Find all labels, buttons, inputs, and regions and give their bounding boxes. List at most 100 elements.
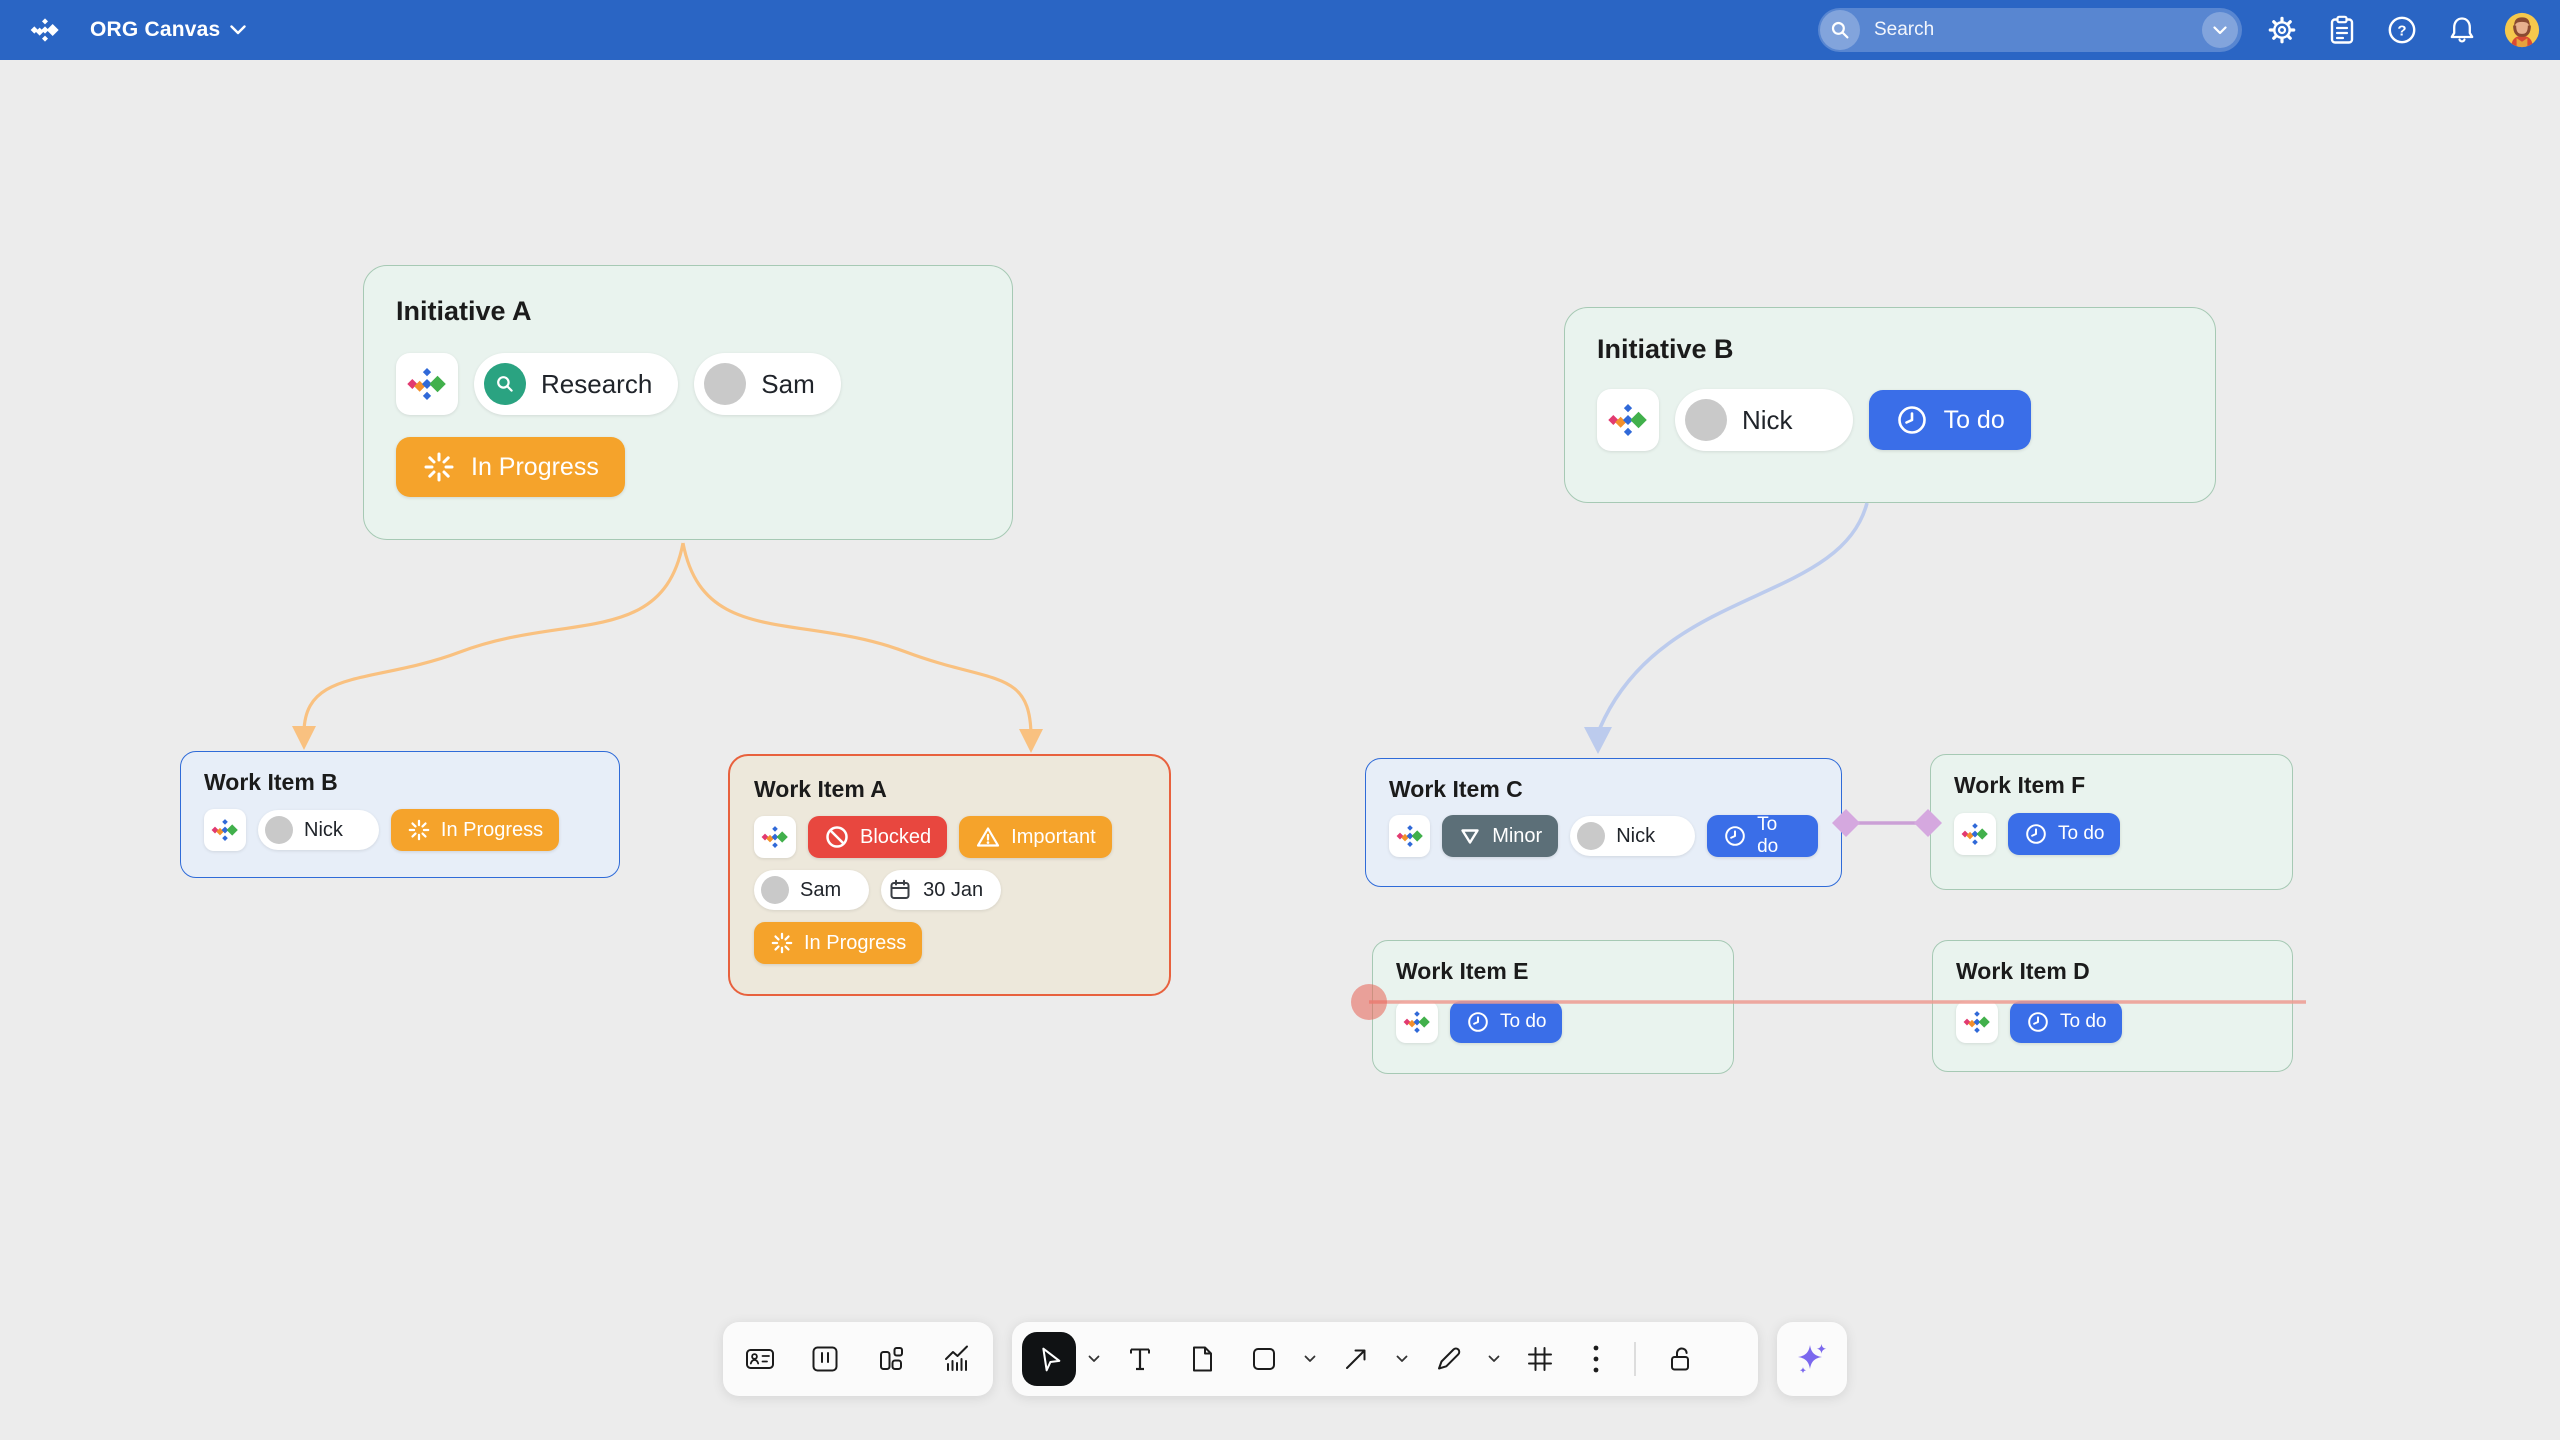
status-badge[interactable]: To do	[1868, 390, 2031, 450]
card-title: Initiative A	[396, 296, 532, 326]
svg-text:?: ?	[2397, 23, 2406, 40]
clock-icon	[1895, 403, 1929, 437]
avatar[interactable]	[2504, 12, 2540, 48]
minor-triangle-icon	[1458, 824, 1482, 848]
assignee-chip[interactable]: Sam	[694, 353, 841, 415]
important-badge[interactable]: Important	[959, 816, 1112, 858]
assignee-chip[interactable]: Nick	[1570, 816, 1696, 856]
logo-icon[interactable]	[396, 353, 458, 415]
due-date-label: 30 Jan	[923, 878, 984, 901]
bell-icon[interactable]	[2444, 12, 2480, 48]
research-magnifier-icon	[484, 363, 526, 405]
logo-icon[interactable]	[1389, 815, 1431, 857]
more-kebab-icon[interactable]	[1574, 1322, 1618, 1396]
shape-chevron-icon[interactable]	[1298, 1322, 1322, 1396]
card-work-item-c[interactable]: Work Item C Minor Nick To do	[1365, 758, 1842, 887]
logo-icon[interactable]	[1956, 1001, 1998, 1043]
blocked-icon	[824, 824, 850, 850]
clipboard-icon[interactable]	[2324, 12, 2360, 48]
arrowhead-a	[1019, 729, 1043, 753]
select-cursor-icon[interactable]	[1022, 1332, 1076, 1386]
board-switcher[interactable]: ORG Canvas	[90, 18, 247, 42]
status-label: In Progress	[440, 818, 544, 841]
blocked-badge[interactable]: Blocked	[808, 816, 948, 858]
connector-arrow-icon[interactable]	[1328, 1322, 1384, 1396]
shape-square-icon[interactable]	[1236, 1322, 1292, 1396]
assignee-chip[interactable]: Nick	[258, 810, 379, 850]
card-work-item-f[interactable]: Work Item F To do	[1930, 754, 2293, 890]
logo-icon[interactable]	[1396, 1001, 1438, 1043]
assignee-chip[interactable]: Nick	[1675, 389, 1853, 451]
pen-chevron-icon[interactable]	[1482, 1322, 1506, 1396]
card-title: Work Item B	[204, 769, 338, 795]
clock-icon	[1466, 1010, 1490, 1034]
kanban-icon[interactable]	[797, 1322, 853, 1396]
logo-icon[interactable]	[1597, 389, 1659, 451]
card-title: Work Item F	[1954, 772, 2086, 798]
top-bar: ORG Canvas	[0, 0, 2560, 60]
toolbar-tools-group	[1012, 1322, 1758, 1396]
tag-chip[interactable]: Research	[474, 353, 679, 415]
pen-icon[interactable]	[1420, 1322, 1476, 1396]
id-card-icon[interactable]	[732, 1322, 788, 1396]
assignee-avatar	[265, 816, 293, 844]
board-title: ORG Canvas	[90, 18, 221, 41]
assignee-label: Sam	[761, 368, 815, 399]
important-label: Important	[1011, 825, 1096, 848]
search-bar[interactable]	[1818, 8, 2242, 52]
card-initiative-a[interactable]: Initiative A Research Sam In Progress	[363, 265, 1013, 540]
clock-icon	[2024, 822, 2048, 846]
card-initiative-b[interactable]: Initiative B Nick To do	[1564, 307, 2216, 503]
dropdown-chevron-icon[interactable]	[2202, 12, 2238, 48]
card-work-item-e[interactable]: Work Item E To do	[1372, 940, 1734, 1074]
toolbar-divider	[1634, 1342, 1636, 1376]
status-label: To do	[2060, 1011, 2107, 1032]
chevron-down-icon	[230, 25, 247, 35]
clock-icon	[1723, 824, 1747, 848]
logo-icon[interactable]	[754, 816, 796, 858]
card-work-item-a[interactable]: Work Item A Blocked Important Sam 30 Ja	[728, 754, 1171, 996]
card-title: Initiative B	[1597, 334, 1734, 364]
lock-open-icon[interactable]	[1652, 1322, 1708, 1396]
status-badge[interactable]: In Progress	[390, 809, 560, 851]
priority-badge[interactable]: Minor	[1442, 815, 1559, 857]
assignee-avatar	[761, 876, 789, 904]
chart-icon[interactable]	[928, 1322, 984, 1396]
card-work-item-b[interactable]: Work Item B Nick In Progress	[180, 751, 620, 878]
assignee-chip[interactable]: Sam	[754, 870, 870, 910]
text-icon[interactable]	[1112, 1322, 1168, 1396]
assignee-label: Nick	[304, 818, 343, 841]
connector-b-to-c	[1598, 502, 1869, 729]
assignee-avatar	[704, 363, 747, 405]
card-title: Work Item D	[1956, 958, 2090, 984]
card-work-item-d[interactable]: Work Item D To do	[1932, 940, 2293, 1072]
assignee-avatar	[1577, 822, 1606, 850]
status-label: To do	[2058, 823, 2105, 844]
status-badge[interactable]: In Progress	[396, 437, 625, 497]
card-title: Work Item A	[754, 776, 887, 802]
clock-icon	[2026, 1010, 2050, 1034]
warning-icon	[975, 824, 1001, 850]
blocks-icon[interactable]	[863, 1322, 919, 1396]
status-badge[interactable]: To do	[1707, 814, 1818, 857]
app-logo-icon	[28, 13, 62, 47]
ai-sparkle-icon[interactable]	[1777, 1322, 1847, 1396]
logo-icon[interactable]	[204, 809, 246, 851]
help-icon[interactable]: ?	[2384, 12, 2420, 48]
status-badge[interactable]: To do	[2010, 1001, 2123, 1043]
assignee-label: Nick	[1742, 404, 1793, 435]
connector-chevron-icon[interactable]	[1390, 1322, 1414, 1396]
select-chevron-icon[interactable]	[1082, 1322, 1106, 1396]
spinner-icon	[407, 818, 431, 842]
frame-icon[interactable]	[1512, 1322, 1568, 1396]
logo-icon[interactable]	[1954, 813, 1996, 855]
status-badge[interactable]: To do	[2008, 813, 2121, 855]
status-badge[interactable]: In Progress	[754, 922, 923, 964]
document-icon[interactable]	[1174, 1322, 1230, 1396]
due-date-chip[interactable]: 30 Jan	[881, 870, 1002, 910]
assignee-label: Nick	[1616, 824, 1656, 847]
search-input[interactable]	[1874, 19, 2144, 41]
gear-icon[interactable]	[2264, 12, 2300, 48]
status-badge[interactable]: To do	[1450, 1001, 1563, 1043]
